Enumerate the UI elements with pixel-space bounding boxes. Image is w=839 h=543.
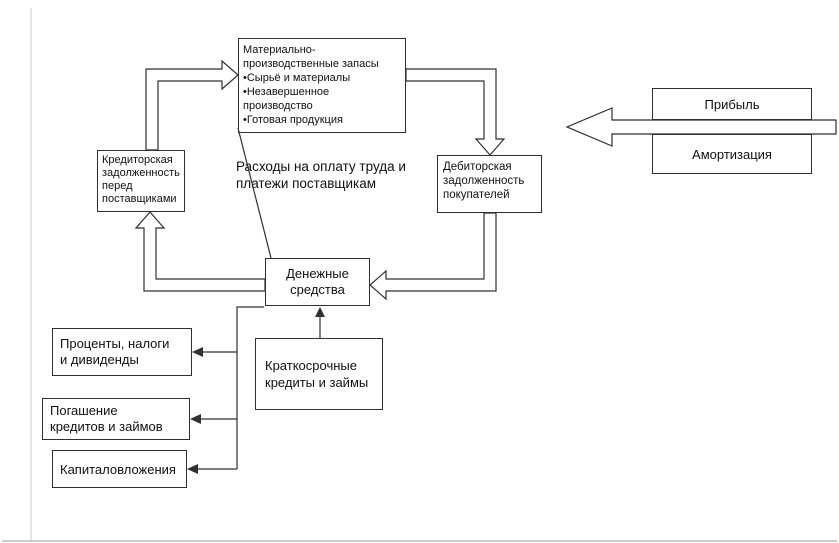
cash-box: Денежные средства — [265, 258, 370, 306]
short-term-loans-line: кредиты и займы — [265, 375, 369, 390]
arrow-inventory-to-debtors-icon — [405, 68, 506, 156]
inventory-title-line: производственные запасы — [243, 58, 379, 70]
arrow-debtors-to-cash-icon — [369, 212, 497, 301]
accounts-payable-line: поставщиками — [102, 193, 177, 205]
expenses-text-line: Расходы на оплату труда и — [236, 159, 406, 174]
inventory-item-finished-goods: Готовая продукция — [243, 113, 390, 127]
arrowhead-capex-icon — [187, 464, 198, 474]
capital-investments-label: Капиталовложения — [60, 461, 176, 477]
cash-line: средства — [290, 282, 345, 297]
amortization-label: Амортизация — [692, 146, 772, 162]
interest-taxes-dividends-line: и дивиденды — [60, 352, 139, 367]
amortization-box: Амортизация — [652, 134, 812, 174]
accounts-payable-line: Кредиторская — [102, 154, 173, 166]
inventory-title-line: Материально- — [243, 44, 316, 56]
arrowhead-interest-icon — [192, 347, 203, 357]
short-term-loans-box: Краткосрочные кредиты и займы — [255, 338, 383, 410]
line-cash-to-inventory — [237, 127, 272, 259]
accounts-payable-line: перед — [102, 180, 133, 192]
interest-taxes-dividends-line: Проценты, налоги — [60, 336, 170, 351]
short-term-loans-line: Краткосрочные — [265, 358, 357, 373]
arrowhead-shortterm-icon — [315, 307, 325, 317]
capital-investments-box: Капиталовложения — [52, 450, 187, 488]
interest-taxes-dividends-box: Проценты, налоги и дивиденды — [52, 328, 192, 376]
loan-repayment-line: кредитов и займов — [50, 419, 163, 434]
inventory-box: Материально- производственные запасы Сыр… — [238, 38, 406, 133]
inventory-item-work-in-progress: Незавершенное производство — [243, 85, 390, 113]
accounts-payable-line: задолженность — [102, 167, 180, 179]
accounts-receivable-box: Дебиторская задолженность покупателей — [437, 155, 542, 213]
expenses-text-line: платежи поставщикам — [236, 176, 377, 191]
expenses-text-label: Расходы на оплату труда и платежи постав… — [236, 158, 446, 192]
loan-repayment-box: Погашение кредитов и займов — [42, 398, 190, 440]
profit-box: Прибыль — [652, 88, 812, 120]
accounts-receivable-line: покупателей — [443, 189, 510, 201]
profit-label: Прибыль — [704, 96, 760, 112]
arrow-creditors-to-inventory-icon — [145, 59, 239, 151]
accounts-payable-box: Кредиторская задолженность перед поставщ… — [97, 150, 185, 212]
accounts-receivable-line: Дебиторская — [443, 161, 512, 173]
loan-repayment-line: Погашение — [50, 403, 118, 418]
arrowhead-repayment-icon — [190, 414, 201, 424]
inventory-item-raw-materials: Сырьё и материалы — [243, 71, 390, 85]
accounts-receivable-line: задолженность — [443, 175, 525, 187]
cash-line: Денежные — [286, 266, 349, 281]
arrow-cash-to-creditors-icon — [134, 211, 266, 292]
